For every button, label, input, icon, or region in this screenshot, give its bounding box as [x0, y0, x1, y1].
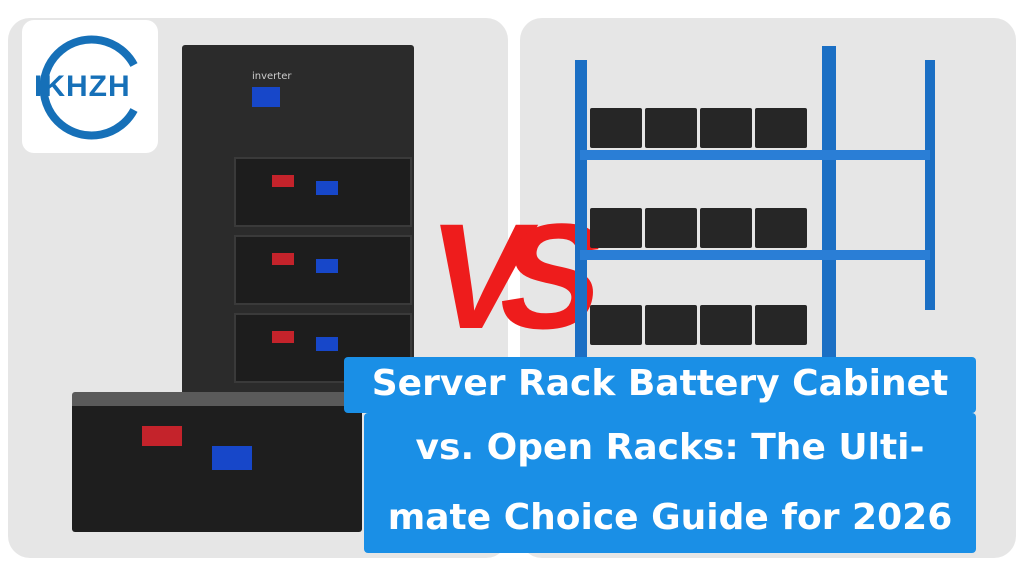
inverter-screen — [252, 87, 280, 107]
vs-graphic: VS — [415, 192, 590, 360]
battery-module — [234, 157, 412, 227]
logo-ring-icon — [39, 35, 138, 140]
title-line-2: vs. Open Racks: The Ulti- — [415, 427, 925, 468]
title-line-1: Server Rack Battery Cabinet — [344, 357, 976, 413]
server-rack-cabinet: inverter — [182, 45, 414, 395]
title-banner: Server Rack Battery Cabinet vs. Open Rac… — [344, 357, 976, 553]
title-lines-2-3: vs. Open Racks: The Ulti- mate Choice Gu… — [364, 413, 976, 553]
standalone-battery-module — [72, 392, 362, 532]
ikhzh-logo: IKHZH — [22, 20, 158, 153]
battery-module — [234, 235, 412, 305]
inverter-label: inverter — [252, 71, 292, 82]
title-line-3: mate Choice Guide for 2026 — [387, 497, 953, 538]
